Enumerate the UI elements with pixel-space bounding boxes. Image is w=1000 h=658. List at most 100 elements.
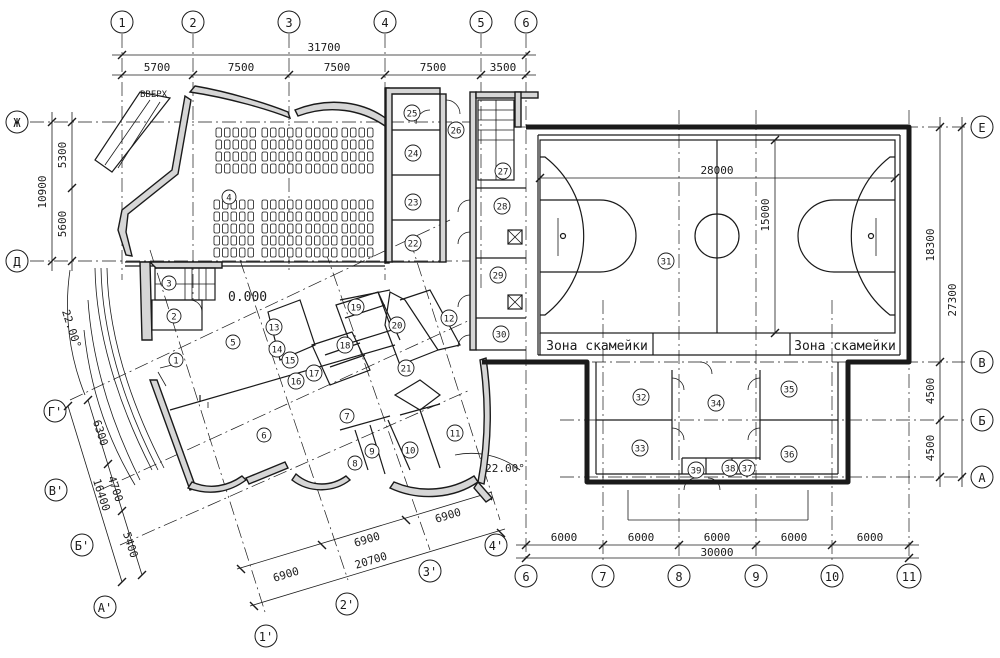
dim-text: 4500 (924, 435, 937, 462)
seat (341, 199, 348, 210)
dim-text: 5700 (144, 61, 171, 74)
room-tag-19: 19 (347, 298, 365, 316)
seat (322, 247, 329, 258)
seat (322, 235, 329, 246)
seat (367, 127, 374, 138)
room-tag-22: 22 (404, 234, 422, 252)
seat (367, 163, 374, 174)
dim-text: 6000 (857, 531, 884, 544)
seat (287, 127, 294, 138)
dim-text: 5400 (120, 530, 141, 559)
dimensions-top: 31700 5700 7500 7500 7500 3500 (112, 41, 536, 80)
seat (270, 211, 277, 222)
room-tag-34: 34 (707, 394, 725, 412)
seat (295, 139, 302, 150)
seat (331, 127, 338, 138)
room-tag-14: 14 (268, 340, 286, 358)
room-number: 25 (407, 110, 418, 120)
dim-text: 6000 (704, 531, 731, 544)
angle-annotations: 22.00° 22.00° (59, 269, 525, 475)
seat (367, 151, 374, 162)
stair-block (151, 267, 216, 331)
axis-label: 5 (477, 16, 484, 30)
axis-label: 2' (340, 598, 354, 612)
axis-label: 9 (752, 570, 759, 584)
room-number: 35 (784, 386, 795, 396)
room-number: 18 (340, 342, 351, 352)
dim-text: 6900 (271, 565, 300, 585)
seat (295, 163, 302, 174)
dim-text: 3500 (490, 61, 517, 74)
dim-text: 6000 (628, 531, 655, 544)
seat (215, 163, 222, 174)
axis-label: 6 (522, 16, 529, 30)
seat (331, 211, 338, 222)
room-number: 14 (272, 346, 283, 356)
seat (232, 163, 239, 174)
room-number: 28 (497, 203, 508, 213)
seat (358, 163, 365, 174)
seat (322, 211, 329, 222)
axis-label: 4 (381, 16, 388, 30)
seat (215, 139, 222, 150)
room-tag-13: 13 (265, 318, 283, 336)
seat (350, 235, 357, 246)
seat (358, 199, 365, 210)
seat (213, 247, 220, 258)
seat (287, 223, 294, 234)
dim-text: 27300 (946, 283, 959, 316)
seat (331, 199, 338, 210)
seat (305, 223, 312, 234)
axis-label: 2 (189, 16, 196, 30)
seat (367, 235, 374, 246)
seat (295, 235, 302, 246)
seat (314, 247, 321, 258)
room-tag-10: 10 (401, 441, 419, 459)
room-tag-20: 20 (388, 316, 406, 334)
room-tag-33: 33 (631, 439, 649, 457)
dimensions-rotated-left: 6300 4700 5400 16400 (63, 395, 147, 587)
seat (278, 235, 285, 246)
seat (215, 127, 222, 138)
seat (314, 223, 321, 234)
axis-label: В (978, 356, 985, 370)
axis-label: Ж (13, 116, 21, 130)
exterior-terrace (83, 267, 165, 486)
room-tag-12: 12 (440, 309, 458, 327)
dimensions-right: 18300 27300 4500 4500 (924, 117, 967, 487)
room-number: 11 (450, 430, 461, 440)
axis-label: Б (978, 414, 985, 428)
seat (270, 163, 277, 174)
axis-bubbles-rotated: Г' В' Б' А' 1' 2' 3' 4' (43, 399, 508, 648)
room-tag-35: 35 (780, 380, 798, 398)
room-number: 19 (351, 304, 362, 314)
axis-label: А (978, 471, 986, 485)
room-tag-25: 25 (403, 104, 421, 122)
seat (261, 211, 268, 222)
seat (239, 235, 246, 246)
seat (230, 223, 237, 234)
dim-text: 30000 (700, 546, 733, 559)
seat (322, 127, 329, 138)
seat (224, 151, 231, 162)
seat (278, 199, 285, 210)
room-tag-21: 21 (397, 359, 415, 377)
room-number: 34 (711, 400, 722, 410)
seat (287, 235, 294, 246)
seat (278, 127, 285, 138)
room-number: 13 (269, 324, 280, 334)
seat (213, 211, 220, 222)
seat (358, 247, 365, 258)
seat (350, 211, 357, 222)
seat (350, 151, 357, 162)
seat (230, 235, 237, 246)
seat (358, 223, 365, 234)
room-number: 32 (636, 394, 647, 404)
room-tag-32: 32 (632, 388, 650, 406)
seat (295, 211, 302, 222)
seat (331, 223, 338, 234)
seat (270, 139, 277, 150)
seat (241, 127, 248, 138)
seat (322, 199, 329, 210)
seat (350, 223, 357, 234)
